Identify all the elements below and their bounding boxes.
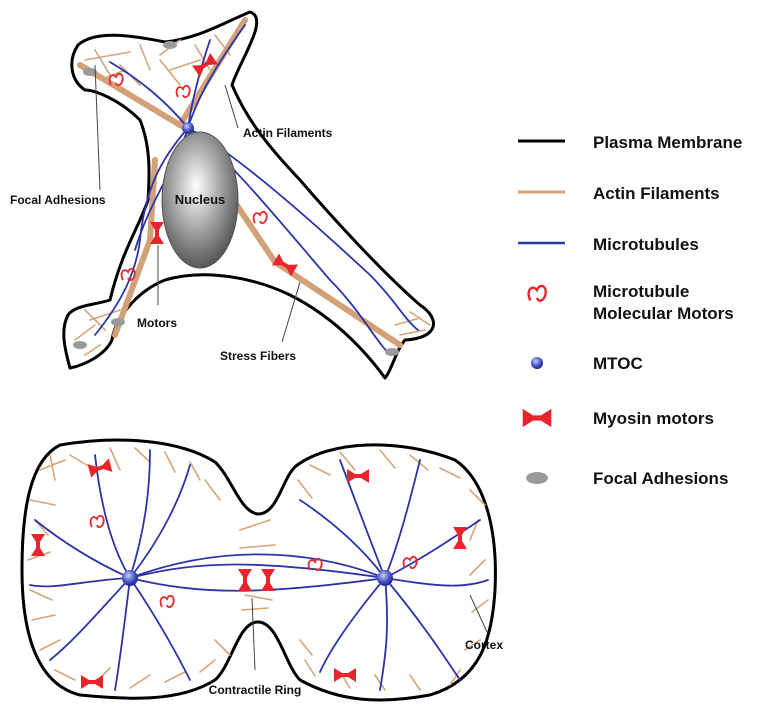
legend-focal-adhesions: Focal Adhesions (593, 469, 728, 488)
nucleus-label: Nucleus (175, 192, 226, 207)
gray-blob-icon (526, 472, 548, 484)
legend-microtubules: Microtubules (593, 235, 699, 254)
blue-sphere-icon (531, 357, 543, 369)
cortex-label: Cortex (465, 638, 503, 652)
bottom-cell-membrane (22, 440, 495, 700)
actin-filaments-label: Actin Filaments (243, 126, 333, 140)
legend: Plasma Membrane Actin Filaments Microtub… (518, 133, 742, 488)
mtoc-bottom-right (377, 570, 393, 586)
bottom-cell: Contractile Ring Cortex (22, 440, 503, 700)
motors-label: Motors (137, 316, 177, 330)
contractile-ring-label: Contractile Ring (209, 683, 302, 697)
mtoc-top (182, 122, 194, 134)
legend-actin-filaments: Actin Filaments (593, 184, 720, 203)
focal-adhesions-label: Focal Adhesions (10, 193, 106, 207)
red-loop-icon (529, 286, 546, 301)
legend-mt-motors-line-1: Microtubule (593, 282, 689, 301)
legend-mtoc: MTOC (593, 354, 643, 373)
top-cell: Nucleus Actin Filaments Focal Adhesions … (10, 12, 434, 378)
legend-mt-motors-line-2: Molecular Motors (593, 304, 734, 323)
legend-microtubule-molecular-motors: Microtubule Molecular Motors (593, 282, 734, 323)
red-bowtie-icon (523, 409, 552, 427)
legend-plasma-membrane: Plasma Membrane (593, 133, 742, 152)
stress-fibers-label: Stress Fibers (220, 349, 296, 363)
mtoc-bottom-left (122, 570, 138, 586)
legend-myosin-motors: Myosin motors (593, 409, 714, 428)
